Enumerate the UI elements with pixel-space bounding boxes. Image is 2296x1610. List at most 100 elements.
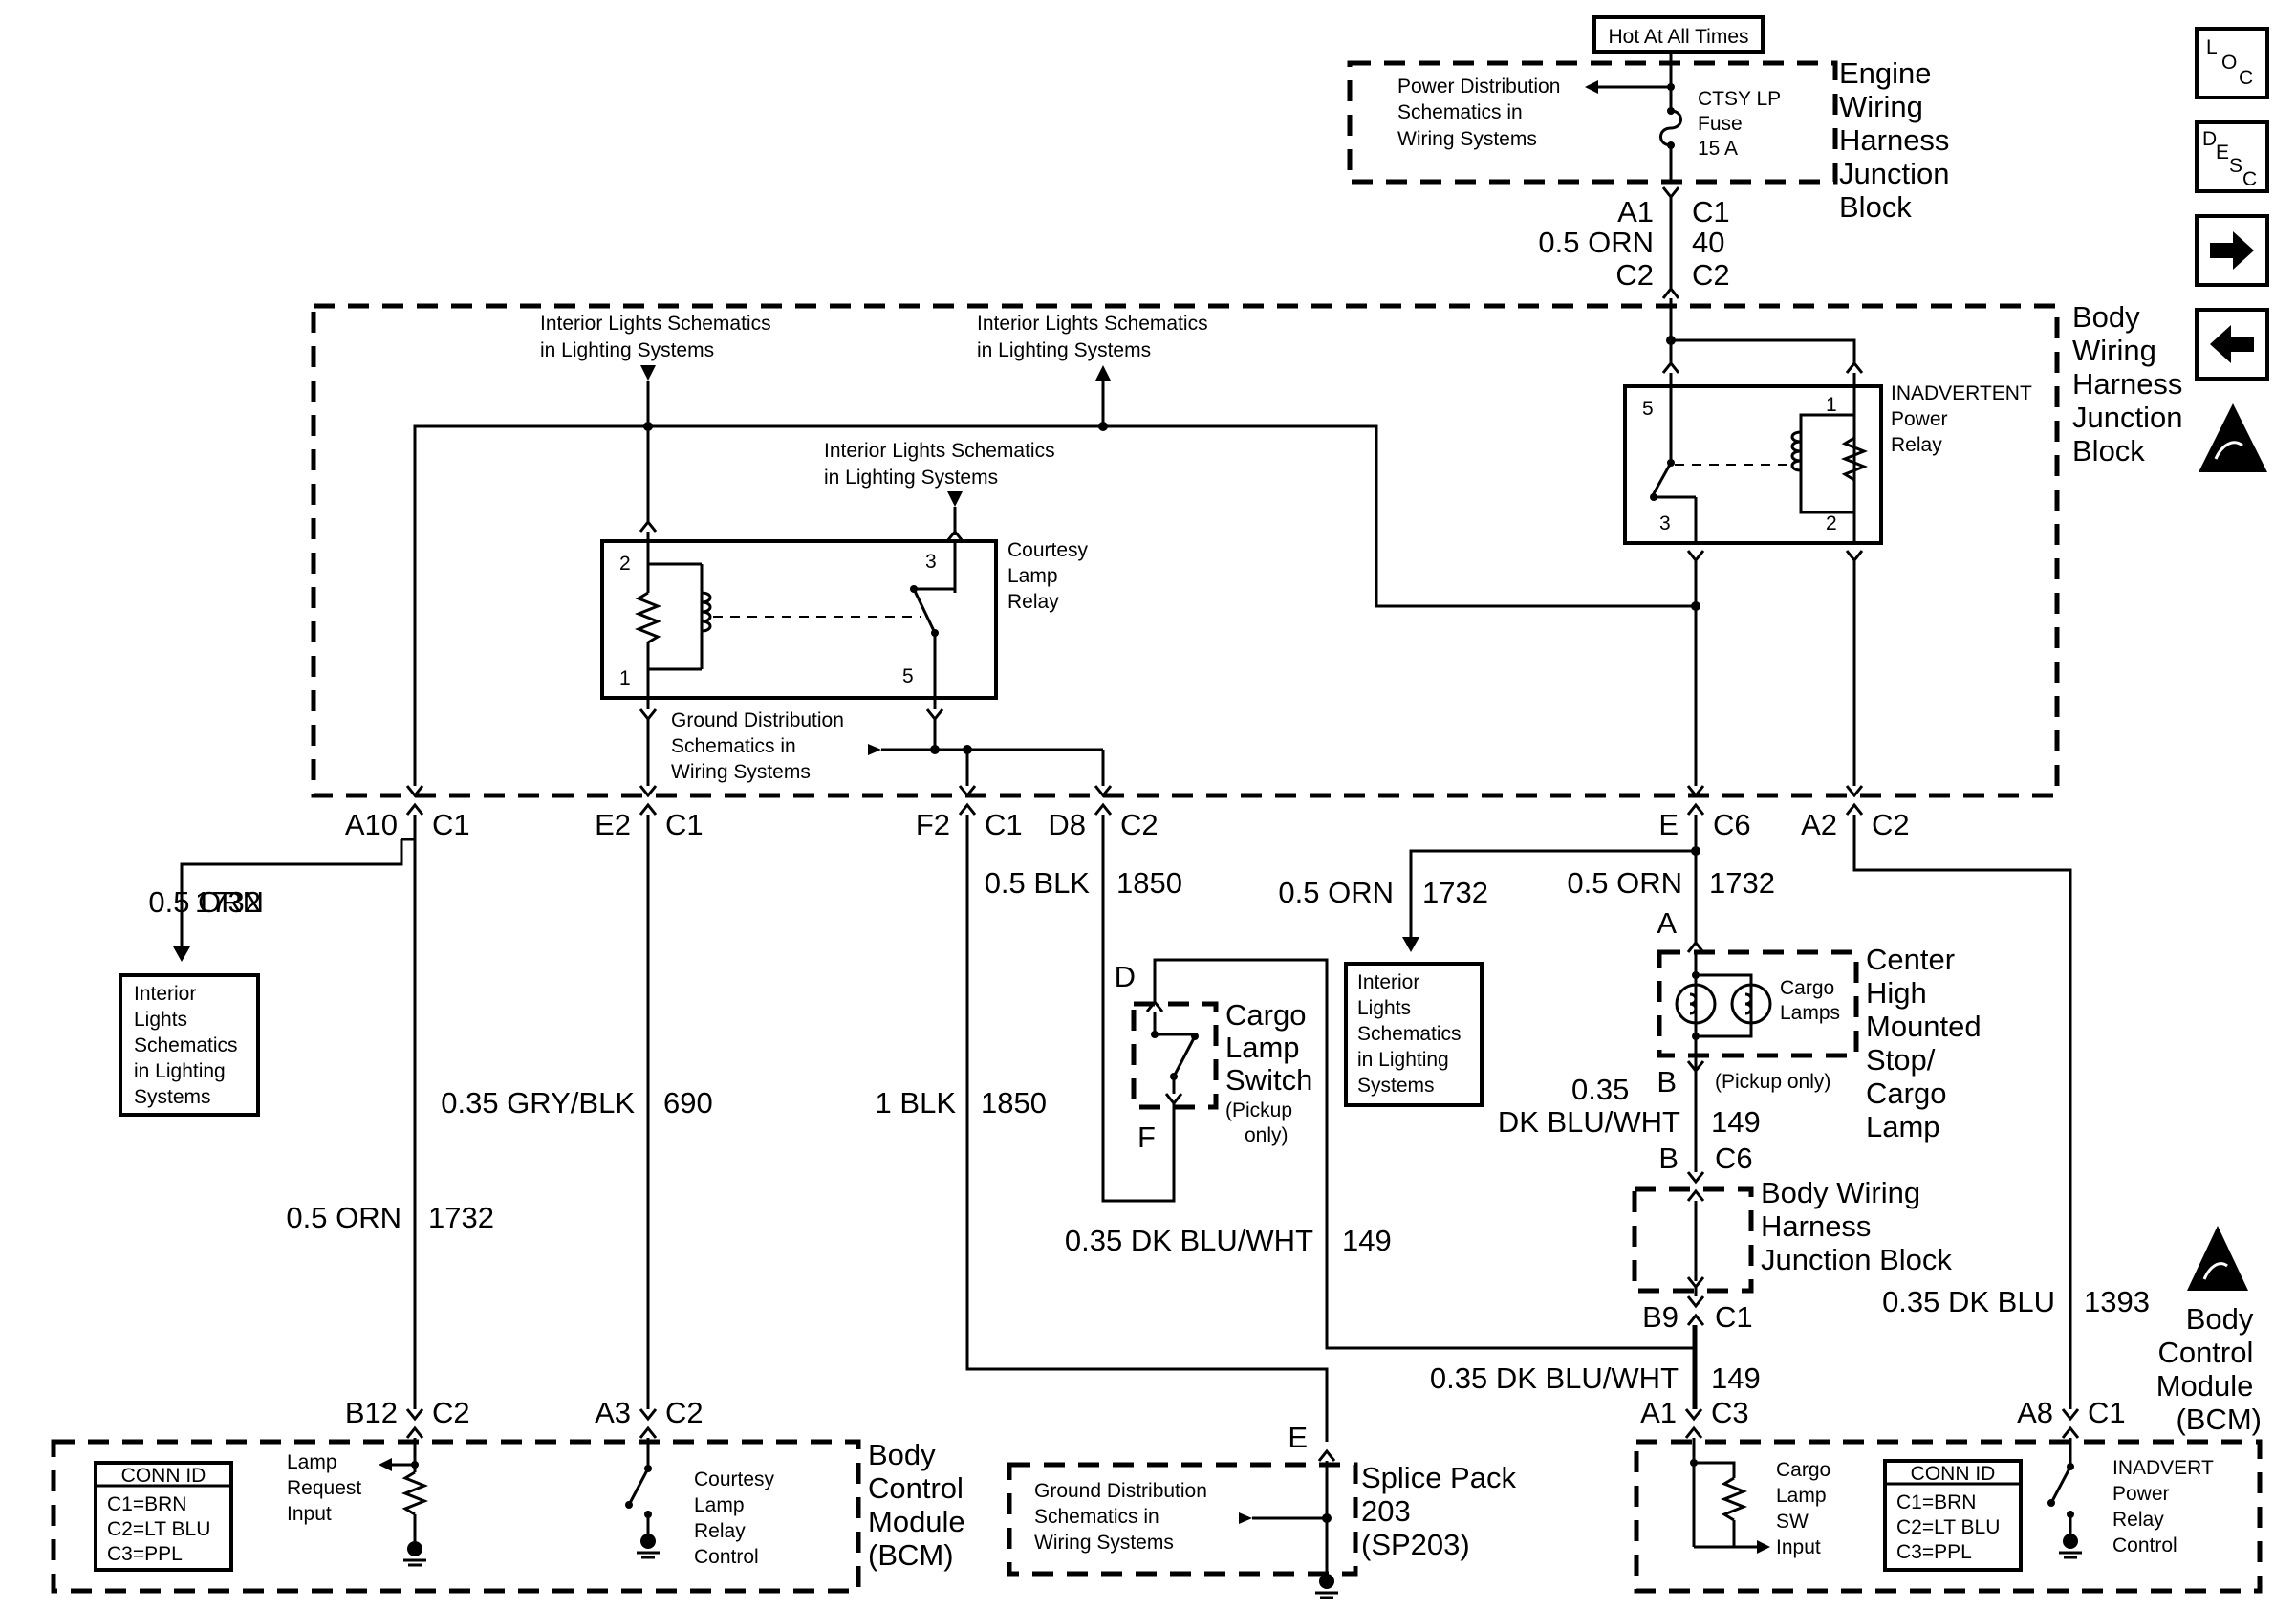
svg-text:C: C bbox=[2239, 67, 2253, 89]
wire-w10-circuit: 1393 bbox=[2084, 1285, 2150, 1318]
ground-icon bbox=[640, 1534, 656, 1549]
connector-d8-c2: D8 C2 bbox=[1048, 785, 1159, 841]
courtesy-pin-2: 2 bbox=[619, 553, 631, 575]
lamp-request-input-label: Lamp Request Input bbox=[287, 1451, 367, 1525]
svg-text:C2: C2 bbox=[665, 1396, 704, 1429]
wire-w2-color: 0.5 BLK bbox=[985, 866, 1091, 900]
conn-id-rows: C1=BRN C2=LT BLU C3=PPL bbox=[1896, 1491, 2005, 1563]
interior-lights-ref-box-left bbox=[119, 973, 260, 1117]
arrow-left-icon bbox=[379, 1458, 392, 1471]
desc-button[interactable]: D E S C bbox=[2195, 120, 2269, 193]
cargo-switch-note: (Pickup only) bbox=[1225, 1099, 1298, 1146]
svg-text:E: E bbox=[2216, 141, 2229, 163]
chmsl-pin-b: B bbox=[1657, 1065, 1677, 1099]
chmsl-note: (Pickup only) bbox=[1715, 1071, 1830, 1093]
svg-text:A3: A3 bbox=[595, 1396, 631, 1429]
ground-ref-arrow-icon bbox=[868, 744, 881, 755]
ground-icon bbox=[407, 1541, 422, 1556]
interior-lights-ref-3: Interior Lights Schematics in Lighting S… bbox=[824, 440, 1060, 489]
splice-ground-ref: Ground Distribution Schematics in Wiring… bbox=[1034, 1480, 1213, 1554]
splice-pin-e: E bbox=[1288, 1421, 1308, 1454]
chmsl-lamp-assembly bbox=[1657, 949, 1859, 1058]
bcm-right-label: Body Control Module (BCM) bbox=[2156, 1302, 2262, 1436]
top-conn-c2b: C2 bbox=[1692, 258, 1730, 292]
courtesy-pin-1: 1 bbox=[619, 667, 631, 689]
fuse-label: CTSY LP Fuse 15 A bbox=[1698, 88, 1787, 160]
next-button[interactable] bbox=[2195, 214, 2269, 287]
connector-e2-c1: E2 C1 bbox=[595, 785, 704, 841]
cargo-switch-pin-f: F bbox=[1137, 1120, 1156, 1154]
bcm-left-connectors: B12 C2 A3 C2 bbox=[345, 1396, 704, 1439]
svg-text:A1: A1 bbox=[1640, 1396, 1677, 1429]
svg-text:D8: D8 bbox=[1048, 808, 1086, 841]
svg-text:A10: A10 bbox=[345, 808, 398, 841]
resistor-icon bbox=[634, 591, 662, 644]
svg-text:B12: B12 bbox=[345, 1396, 398, 1429]
svg-text:E: E bbox=[1658, 808, 1679, 841]
inadvert-relay-control-label: INADVERT Power Relay Control bbox=[2112, 1457, 2219, 1556]
svg-text:C1: C1 bbox=[665, 808, 704, 841]
top-conn-c2a: C2 bbox=[1615, 258, 1654, 292]
wire-w11-circuit: 149 bbox=[1711, 1361, 1761, 1395]
fuse-icon bbox=[1659, 109, 1682, 147]
svg-text:C2: C2 bbox=[432, 1396, 470, 1429]
svg-text:C1: C1 bbox=[985, 808, 1023, 841]
wire-w5-circuit: 690 bbox=[663, 1086, 713, 1120]
conn-id-box-left bbox=[94, 1461, 233, 1572]
wire-w11-color: 0.35 DK BLU/WHT bbox=[1430, 1361, 1679, 1395]
top-wire-color: 0.5 ORN bbox=[1538, 226, 1654, 259]
resistor-icon bbox=[1840, 436, 1869, 482]
right-arrow-icon bbox=[2210, 231, 2254, 270]
connector-a10-c1: A10 C1 bbox=[345, 785, 470, 841]
arrow-down-icon bbox=[173, 946, 190, 962]
inad-pin-3: 3 bbox=[1659, 512, 1671, 534]
prev-button[interactable] bbox=[2195, 308, 2269, 381]
interior-lights-ref-left: Interior Lights Schematics in Lighting S… bbox=[134, 983, 243, 1108]
conn-id-rows: C1=BRN C2=LT BLU C3=PPL bbox=[107, 1493, 216, 1565]
wire-w8-color-1: 0.35 bbox=[1571, 1073, 1629, 1106]
loc-button[interactable]: L O C bbox=[2195, 27, 2269, 99]
ground-icon bbox=[2063, 1534, 2078, 1549]
bwhjb2-conn-c6: C6 bbox=[1715, 1142, 1753, 1175]
arrow-up-icon bbox=[1095, 365, 1111, 381]
svg-text:C1: C1 bbox=[432, 808, 470, 841]
arrow-left-icon bbox=[1585, 80, 1598, 94]
wire-w10-color: 0.35 DK BLU bbox=[1882, 1285, 2055, 1318]
chmsl-label: Center High Mounted Stop/ Cargo Lamp bbox=[1866, 943, 1989, 1143]
courtesy-pin-5: 5 bbox=[902, 665, 914, 687]
wire-w3-color: 0.5 ORN bbox=[1278, 876, 1394, 909]
wire-w4-circuit: 1732 bbox=[1709, 866, 1775, 900]
svg-text:C3: C3 bbox=[1711, 1396, 1749, 1429]
cargo-switch-label: Cargo Lamp Switch bbox=[1225, 998, 1314, 1097]
cargo-switch-pin-d: D bbox=[1115, 960, 1136, 993]
wire-w9-circuit: 149 bbox=[1342, 1224, 1392, 1257]
bwhjb2-pin-b9: B9 bbox=[1642, 1300, 1679, 1334]
top-circuit: 40 bbox=[1692, 226, 1724, 259]
svg-text:C1: C1 bbox=[2088, 1396, 2126, 1429]
courtesy-pin-3: 3 bbox=[925, 551, 937, 573]
wire-w4-color: 0.5 ORN bbox=[1567, 866, 1682, 900]
arrow-right-icon bbox=[1757, 1540, 1770, 1554]
courtesy-relay-control-label: Courtesy Lamp Relay Control bbox=[694, 1469, 780, 1568]
inad-pin-2: 2 bbox=[1826, 512, 1837, 534]
svg-text:L: L bbox=[2206, 36, 2218, 58]
relay-switch-icon bbox=[912, 588, 937, 634]
wire-w5-color: 0.35 GRY/BLK bbox=[441, 1086, 635, 1120]
bcm-left-module bbox=[51, 1439, 861, 1594]
interior-lights-ref-2: Interior Lights Schematics in Lighting S… bbox=[977, 313, 1213, 361]
conn-id-box-right bbox=[1883, 1459, 2023, 1572]
interior-lights-ref-box-mid bbox=[1344, 962, 1484, 1107]
relay-switch-icon bbox=[1650, 462, 1673, 498]
wire-w7-color: 0.5 ORN bbox=[286, 1201, 401, 1234]
inad-pin-5: 5 bbox=[1642, 398, 1654, 420]
splice-label: Splice Pack 203 (SP203) bbox=[1361, 1461, 1525, 1561]
svg-text:A2: A2 bbox=[1801, 808, 1837, 841]
svg-text:E2: E2 bbox=[595, 808, 631, 841]
connector-e-c6: E C6 bbox=[1658, 785, 1751, 841]
engine-junction-block-label: Engine Wiring Harness Junction Block bbox=[1839, 56, 1958, 224]
wire-w8-circuit: 149 bbox=[1711, 1105, 1761, 1139]
cargo-lamp-sw-input-label: Cargo Lamp SW Input bbox=[1776, 1459, 1836, 1558]
engine-junction-block bbox=[1347, 60, 1838, 185]
body-junction-block-small bbox=[1632, 1186, 1754, 1294]
switch-icon bbox=[2049, 1466, 2072, 1504]
